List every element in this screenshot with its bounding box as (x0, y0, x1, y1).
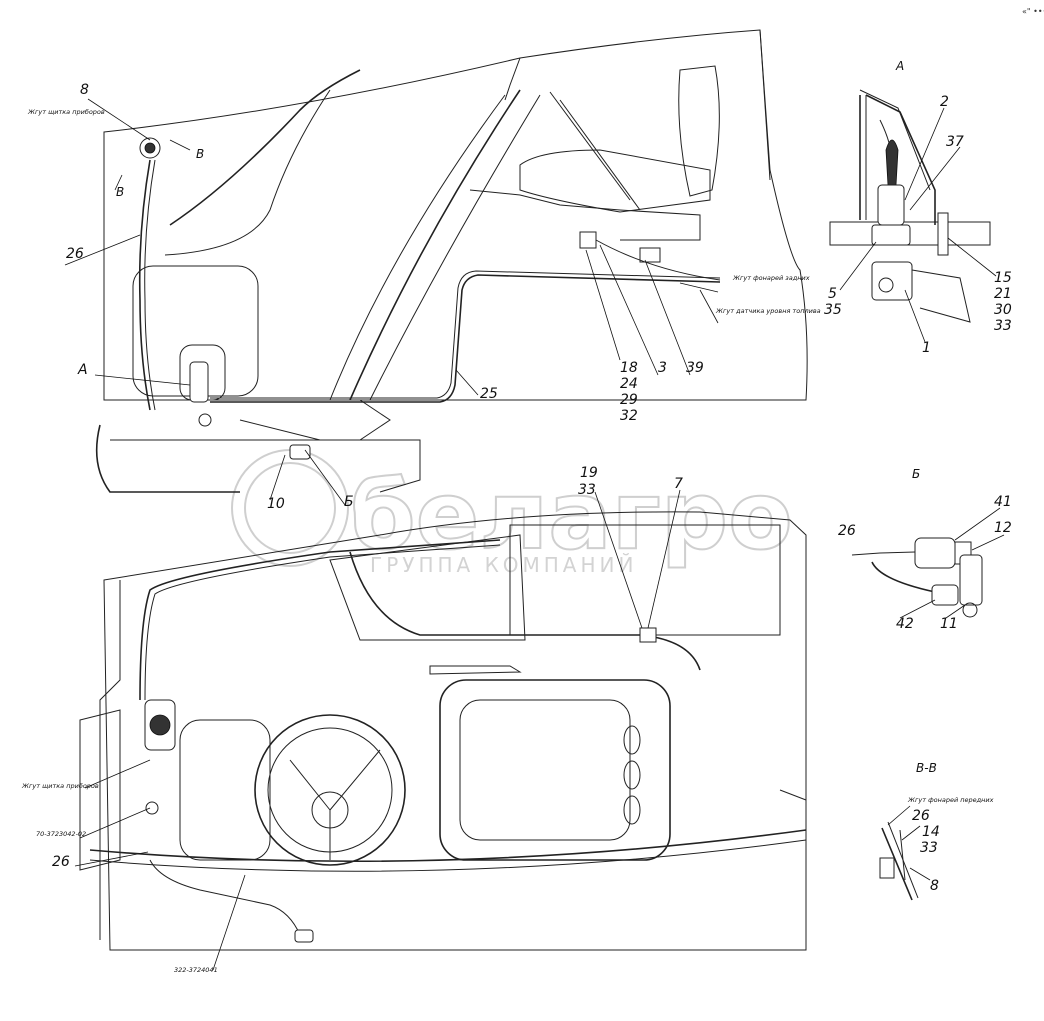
watermark: белагро ГРУППА КОМПАНИЙ (231, 449, 794, 577)
view-a-callout-1: 1 (922, 340, 931, 356)
callout-18: 18 (620, 360, 638, 376)
callout-26-bottom: 26 (52, 854, 70, 870)
note-part-no-1: 70-3723042-02 (36, 830, 86, 838)
note-harness-rear-lamps: Жгут фонарей задних (732, 274, 810, 282)
watermark-subtitle: ГРУППА КОМПАНИЙ (370, 553, 637, 577)
note-part-no-2: 322-3724041 (174, 966, 218, 974)
callout-10: 10 (267, 496, 285, 512)
callout-33-bottom: 33 (578, 482, 596, 498)
section-mark-v1: В (196, 147, 204, 161)
callout-B: Б (344, 494, 354, 510)
view-a-leaders (839, 107, 997, 343)
view-a-callout-35: 35 (824, 302, 842, 318)
note-harness-dashboard-top: Жгут щитка приборов (27, 108, 105, 116)
callout-26: 26 (66, 246, 84, 262)
view-a-callout-37: 37 (946, 134, 964, 150)
note-harness-front-lamps: Жгут фонарей передних (907, 796, 994, 804)
top-side-view (95, 29, 808, 493)
view-a-title: А (895, 59, 904, 73)
view-vv-callout-8: 8 (930, 878, 939, 894)
view-a-callout-2: 2 (940, 94, 949, 110)
view-b-callout-41: 41 (994, 494, 1012, 510)
view-a-callout-30: 30 (994, 302, 1012, 318)
view-a-callout-5: 5 (828, 286, 837, 302)
note-harness-dashboard-bottom: Жгут щитка приборов (21, 782, 99, 790)
view-b-title: Б (912, 467, 920, 481)
note-harness-fuel-sensor: Жгут датчика уровня топлива (715, 307, 821, 315)
callout-39: 39 (686, 360, 704, 376)
section-mark-v2: В (116, 185, 124, 199)
watermark-brand: белагро (350, 462, 793, 571)
view-a: А (829, 59, 991, 323)
view-vv-callout-14: 14 (922, 824, 940, 840)
view-a-callout-21: 21 (994, 286, 1012, 302)
view-b-callout-12: 12 (994, 520, 1012, 536)
bottom-plan-view (79, 511, 807, 951)
view-b-callout-26: 26 (838, 523, 856, 539)
callout-A: А (77, 362, 88, 378)
view-vv: В-В (879, 761, 937, 901)
view-b-callout-11: 11 (940, 616, 958, 632)
top-leaders (64, 98, 719, 506)
callout-8: 8 (80, 82, 89, 98)
callout-7: 7 (674, 476, 683, 492)
view-vv-callout-33: 33 (920, 840, 938, 856)
callout-19: 19 (580, 465, 598, 481)
view-b-callout-42: 42 (896, 616, 914, 632)
corner-mark: «" ••• (1022, 7, 1044, 16)
view-vv-leaders (887, 805, 931, 881)
view-vv-title: В-В (916, 761, 937, 775)
callout-3: 3 (658, 360, 667, 376)
view-b: Б (851, 467, 983, 618)
callout-24: 24 (620, 376, 638, 392)
callout-32: 32 (620, 408, 638, 424)
view-a-callout-15: 15 (994, 270, 1012, 286)
view-vv-callout-26: 26 (912, 808, 930, 824)
view-b-leaders (899, 507, 1005, 619)
callout-25: 25 (480, 386, 498, 402)
bottom-leaders (74, 489, 681, 971)
callout-29: 29 (620, 392, 638, 408)
view-a-callout-33: 33 (994, 318, 1012, 334)
